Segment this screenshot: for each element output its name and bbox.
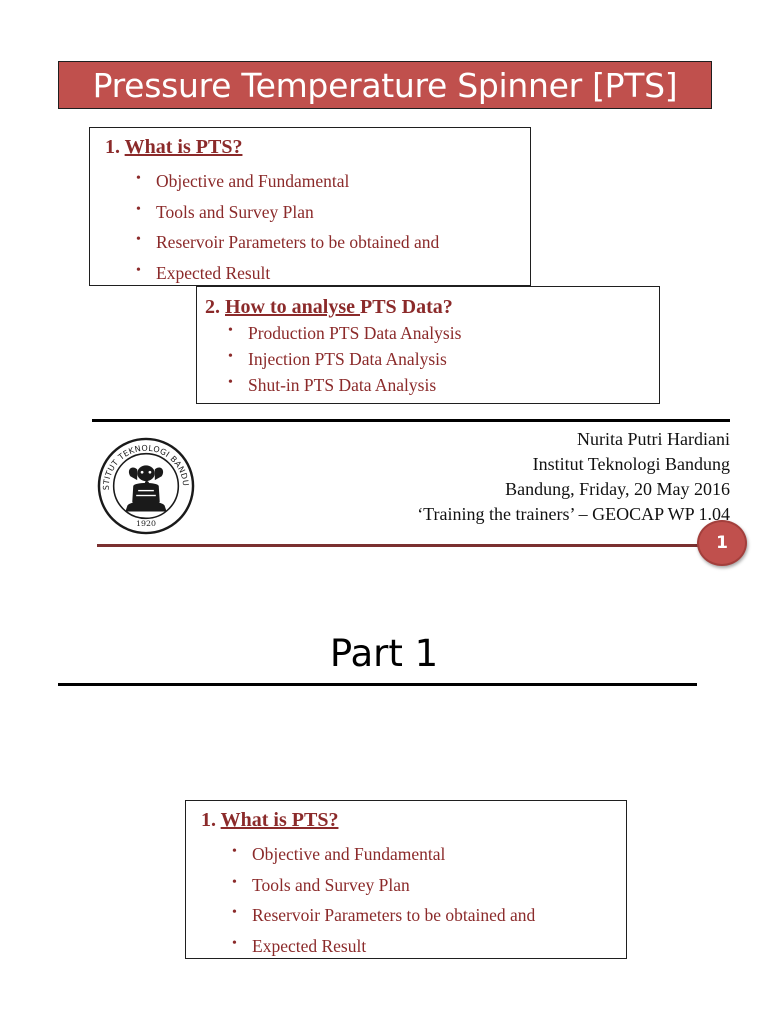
box-heading: 2. How to analyse PTS Data? xyxy=(205,296,453,319)
bullet-list: Objective and Fundamental Tools and Surv… xyxy=(136,171,439,293)
list-item: Objective and Fundamental xyxy=(232,844,535,875)
page-number-badge: 1 xyxy=(697,520,747,566)
author-name: Nurita Putri Hardiani xyxy=(577,429,730,449)
seal-year: 1920 xyxy=(136,519,156,528)
list-item: Tools and Survey Plan xyxy=(232,875,535,906)
top-divider xyxy=(92,419,730,422)
list-item: Production PTS Data Analysis xyxy=(228,323,461,349)
how-to-analyse-box: 2. How to analyse PTS Data? Production P… xyxy=(196,286,660,404)
box-heading: 1. What is PTS? xyxy=(105,136,242,159)
heading-text: PTS Data? xyxy=(360,296,453,318)
list-item: Expected Result xyxy=(136,263,439,294)
slide-title: Pressure Temperature Spinner [PTS] xyxy=(58,61,712,109)
bullet-list: Objective and Fundamental Tools and Surv… xyxy=(232,844,535,966)
box-heading: 1. What is PTS? xyxy=(201,809,338,832)
presentation-date: Bandung, Friday, 20 May 2016 xyxy=(505,479,730,499)
bullet-list: Production PTS Data Analysis Injection P… xyxy=(228,323,461,401)
what-is-pts-box: 1. What is PTS? Objective and Fundamenta… xyxy=(89,127,531,286)
event-name: ‘Training the trainers’ – GEOCAP WP 1.04 xyxy=(417,504,730,524)
heading-underlined-text: How to analyse xyxy=(225,296,360,318)
heading-text: What is PTS? xyxy=(220,809,339,831)
heading-number: 1. xyxy=(105,136,120,158)
list-item: Objective and Fundamental xyxy=(136,171,439,202)
list-item: Reservoir Parameters to be obtained and xyxy=(232,905,535,936)
heading-number: 1. xyxy=(201,809,216,831)
list-item: Expected Result xyxy=(232,936,535,967)
part-title-underline xyxy=(58,683,697,686)
itb-seal-icon: INSTITUT TEKNOLOGI BANDUNG 1920 xyxy=(97,437,195,535)
author-institution: Institut Teknologi Bandung xyxy=(532,454,730,474)
heading-text: What is PTS? xyxy=(124,136,243,158)
list-item: Injection PTS Data Analysis xyxy=(228,349,461,375)
what-is-pts-box-part1: 1. What is PTS? Objective and Fundamenta… xyxy=(185,800,627,959)
author-info: Nurita Putri Hardiani Institut Teknologi… xyxy=(417,427,730,527)
list-item: Shut-in PTS Data Analysis xyxy=(228,375,461,401)
bottom-divider xyxy=(97,544,701,547)
part-title: Part 1 xyxy=(329,632,439,675)
list-item: Reservoir Parameters to be obtained and xyxy=(136,232,439,263)
heading-number: 2. xyxy=(205,296,220,318)
list-item: Tools and Survey Plan xyxy=(136,202,439,233)
